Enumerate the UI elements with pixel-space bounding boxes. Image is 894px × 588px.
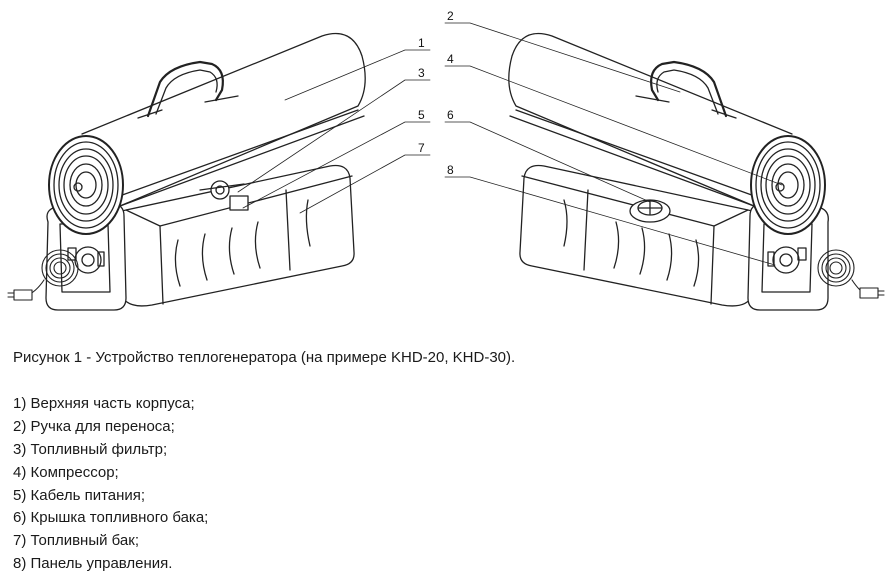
parts-legend: 1) Верхняя часть корпуса; 2) Ручка для п…	[13, 393, 208, 576]
leader-lines-left	[237, 49, 431, 214]
callout-8: 8	[447, 163, 454, 177]
legend-item-4: 4) Компрессор;	[13, 463, 119, 481]
callout-3: 3	[418, 66, 425, 80]
carry-handle-left	[137, 60, 239, 119]
fuel-tank-left	[116, 164, 355, 307]
fuel-cap-right	[629, 199, 671, 223]
callout-5: 5	[418, 108, 425, 122]
heater-diagram: 1 2 3 4 5 6 7 8	[7, 9, 885, 311]
legend-item-1: 1) Верхняя часть корпуса;	[13, 395, 195, 412]
callout-2: 2	[447, 9, 454, 23]
fuel-filter-left	[199, 180, 249, 211]
body-cylinder-right	[508, 32, 793, 207]
figure-caption: Рисунок 1 - Устройство теплогенератора (…	[13, 349, 516, 366]
legend-item-2: 2) Ручка для переноса;	[13, 417, 175, 435]
fuel-tank-right	[519, 164, 758, 307]
callout-4: 4	[447, 52, 454, 66]
callout-1: 1	[418, 36, 425, 50]
legend-item-7: 7) Топливный бак;	[13, 532, 139, 550]
power-cable-right	[817, 249, 885, 299]
fan-grille-right	[750, 135, 826, 235]
callout-7: 7	[418, 141, 425, 155]
heater-left-view	[7, 32, 431, 311]
carry-handle-right	[635, 60, 737, 119]
power-cable-left	[7, 249, 79, 301]
legend-item-6: 6) Крышка топливного бака;	[13, 509, 209, 527]
body-cylinder-left	[81, 32, 366, 207]
legend-item-3: 3) Топливный фильтр;	[13, 440, 168, 458]
heater-right-view	[444, 22, 885, 311]
leader-lines-right	[444, 22, 783, 266]
legend-item-8: 8) Панель управления.	[13, 555, 173, 573]
fan-grille-left	[48, 135, 124, 235]
callout-6: 6	[447, 108, 454, 122]
legend-item-5: 5) Кабель питания;	[13, 486, 146, 504]
